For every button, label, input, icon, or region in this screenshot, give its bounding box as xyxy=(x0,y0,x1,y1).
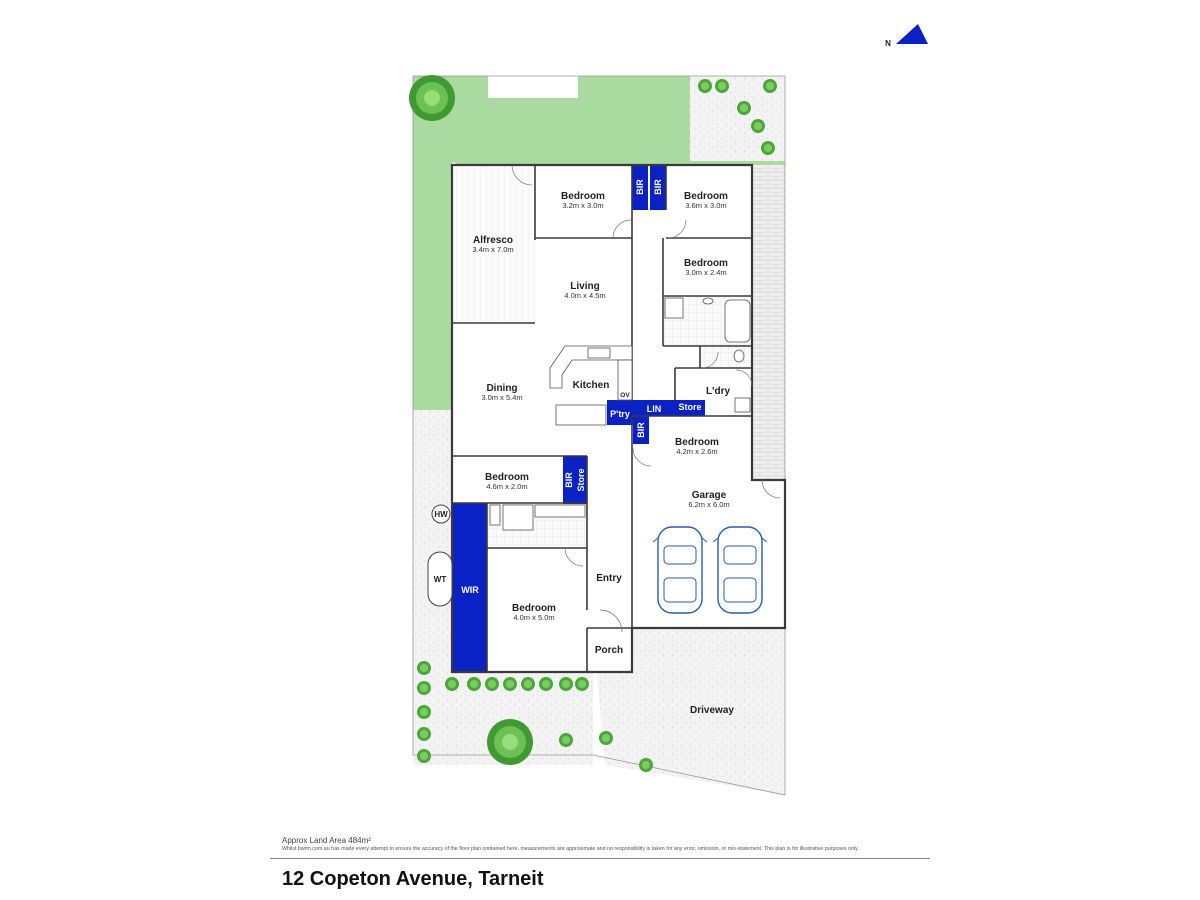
property-address: 12 Copeton Avenue, Tarneit xyxy=(282,868,544,890)
kitchen-bench xyxy=(549,345,633,426)
boundary xyxy=(412,75,786,796)
svg-text:BIR: BIR xyxy=(635,179,645,195)
room-label-bedroom: Bedroom xyxy=(675,437,719,448)
room-label-garage: Garage xyxy=(692,490,727,501)
hot-water-label: HW xyxy=(434,510,448,519)
front-lawn xyxy=(385,76,785,410)
svg-text:WIR: WIR xyxy=(461,585,479,595)
divider xyxy=(270,858,930,859)
room-label-bedroom: Bedroom xyxy=(512,603,556,614)
north-arrow-icon: N xyxy=(885,24,928,48)
land-area: Approx Land Area 484m² xyxy=(282,836,371,845)
svg-text:3.6m x 3.0m: 3.6m x 3.0m xyxy=(685,201,726,210)
room-label-kitchen: Kitchen xyxy=(573,380,610,391)
tree-icon xyxy=(409,75,455,121)
svg-text:3.4m x 7.0m: 3.4m x 7.0m xyxy=(472,245,513,254)
svg-text:BIR: BIR xyxy=(564,472,574,488)
svg-text:4.0m x 4.5m: 4.0m x 4.5m xyxy=(564,291,605,300)
svg-text:Store: Store xyxy=(576,468,586,491)
room-label-bedroom: Bedroom xyxy=(485,472,529,483)
svg-text:3.0m x 5.4m: 3.0m x 5.4m xyxy=(481,393,522,402)
svg-text:4.6m x 2.0m: 4.6m x 2.0m xyxy=(486,482,527,491)
room-label-porch: Porch xyxy=(595,645,623,656)
room-label-bedroom: Bedroom xyxy=(561,191,605,202)
car-icon xyxy=(712,526,768,614)
room-label-living: Living xyxy=(570,281,599,292)
svg-text:4.2m x 2.6m: 4.2m x 2.6m xyxy=(676,447,717,456)
storage-blocks xyxy=(452,165,705,672)
svg-text:N: N xyxy=(885,39,891,48)
svg-text:4.0m x 5.0m: 4.0m x 5.0m xyxy=(513,613,554,622)
hot-water-unit xyxy=(431,504,451,524)
svg-text:Store: Store xyxy=(678,402,701,412)
tree-icon xyxy=(487,719,533,765)
water-tank-label: WT xyxy=(434,575,447,584)
door-swings xyxy=(511,164,781,633)
bath-fixtures xyxy=(489,297,751,531)
room-label-bedroom: Bedroom xyxy=(684,258,728,269)
disclaimer: Whilst bwrm.com.au has made every attemp… xyxy=(282,846,859,852)
svg-text:6.2m x 6.0m: 6.2m x 6.0m xyxy=(688,500,729,509)
walls xyxy=(450,163,787,674)
room-label-alfresco: Alfresco xyxy=(473,235,513,246)
room-label-entry: Entry xyxy=(596,573,622,584)
svg-text:3.2m x 3.0m: 3.2m x 3.0m xyxy=(562,201,603,210)
room-label-dining: Dining xyxy=(486,383,517,394)
room-labels: Alfresco 3.4m x 7.0m Bedroom 3.2m x 3.0m… xyxy=(472,191,734,716)
svg-text:BIR: BIR xyxy=(653,179,663,195)
room-label-bedroom: Bedroom xyxy=(684,191,728,202)
room-label-laundry: L'dry xyxy=(706,386,730,397)
oven-label: OV xyxy=(620,392,630,399)
svg-text:3.0m x 2.4m: 3.0m x 2.4m xyxy=(685,268,726,277)
alfresco-floor xyxy=(452,165,535,323)
side-paving xyxy=(752,165,785,480)
driveway-area xyxy=(593,628,785,795)
water-tank xyxy=(427,551,453,607)
car-icon xyxy=(652,526,708,614)
storage-labels: BIR BIR P'try LIN Store BIR BIR Store WI… xyxy=(461,179,701,595)
svg-text:LIN: LIN xyxy=(647,404,662,414)
room-label-driveway: Driveway xyxy=(690,705,734,716)
svg-text:P'try: P'try xyxy=(610,409,630,419)
svg-text:BIR: BIR xyxy=(636,422,646,438)
